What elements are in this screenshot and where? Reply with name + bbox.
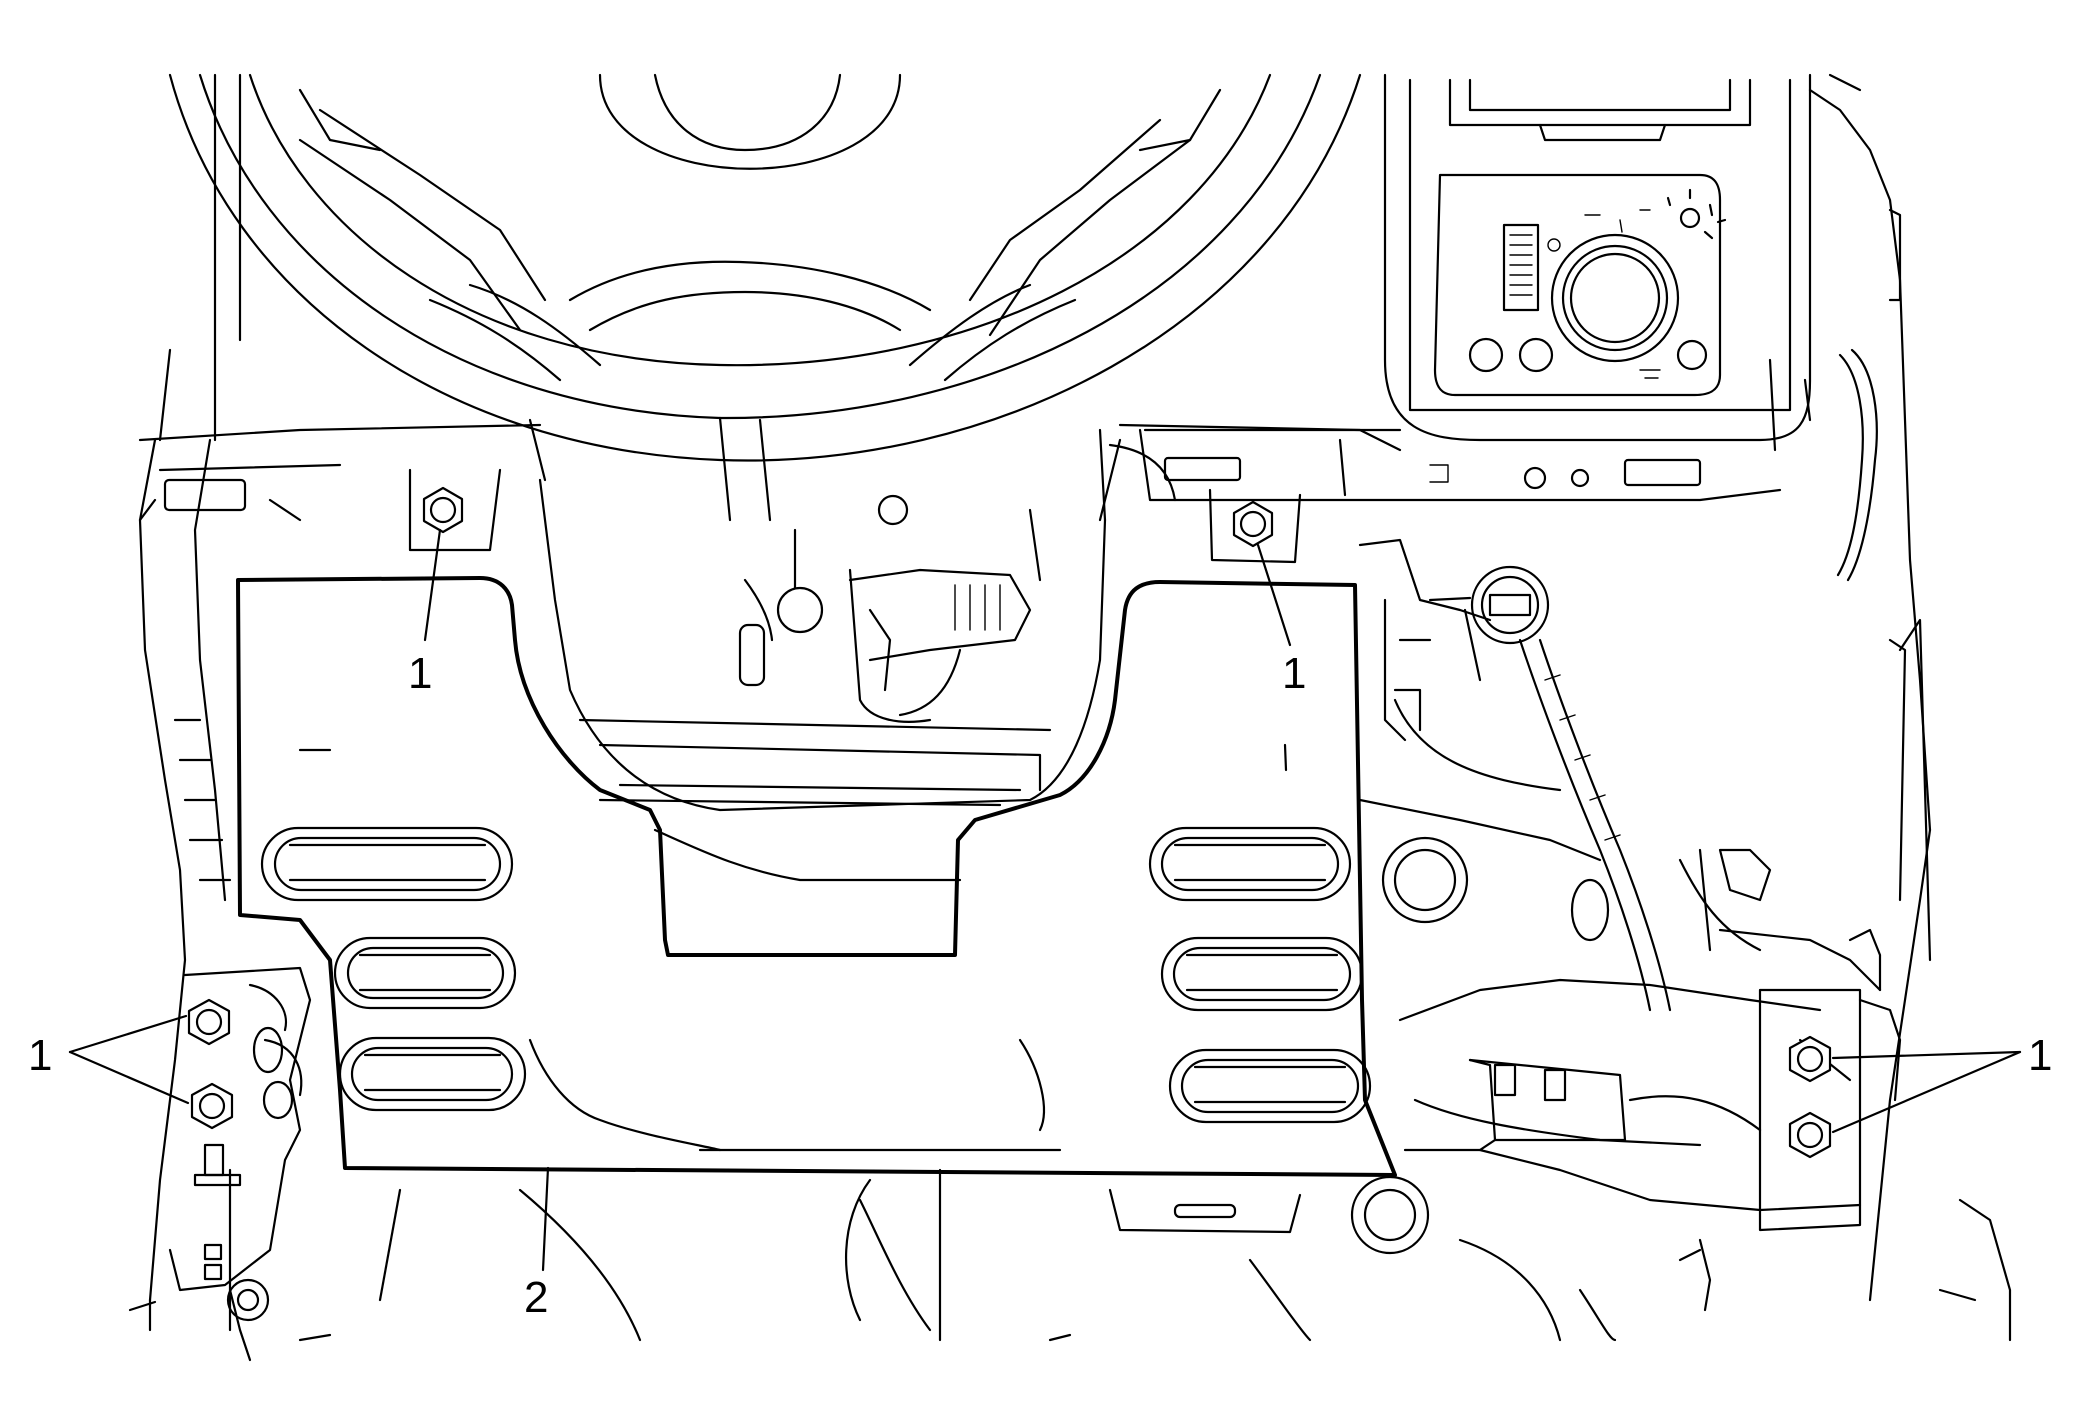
steering-column-shroud [528, 418, 1122, 812]
headlamp-switch-panel [1383, 73, 1932, 832]
lower-floor-area [228, 1168, 2012, 1342]
callout-1-top-left: 1 [408, 649, 432, 698]
lower-switch-strip [1138, 428, 1782, 502]
nut-left-lower [190, 1082, 234, 1130]
callout-1-left-pair: 1 [28, 1031, 52, 1080]
steering-wheel [168, 73, 1362, 522]
nut-top-left [408, 468, 502, 552]
nut-right-upper [1788, 1035, 1832, 1083]
callout-2-cover-panel: 2 [524, 1273, 548, 1322]
right-vent-slots [1148, 826, 1372, 1124]
right-dash-structure [1358, 538, 1932, 1302]
leader-lines [68, 528, 2022, 1272]
dash-upper [138, 73, 1402, 522]
nut-left-upper [187, 998, 231, 1046]
callout-1-right-pair: 1 [2028, 1031, 2052, 1080]
knee-bolster-cover [236, 576, 1397, 1177]
callout-1-top-right: 1 [1282, 649, 1306, 698]
left-dash-structure [128, 348, 312, 1362]
nut-top-right [1208, 488, 1302, 564]
nut-right-lower [1788, 1111, 1832, 1159]
left-vent-slots [260, 826, 527, 1112]
